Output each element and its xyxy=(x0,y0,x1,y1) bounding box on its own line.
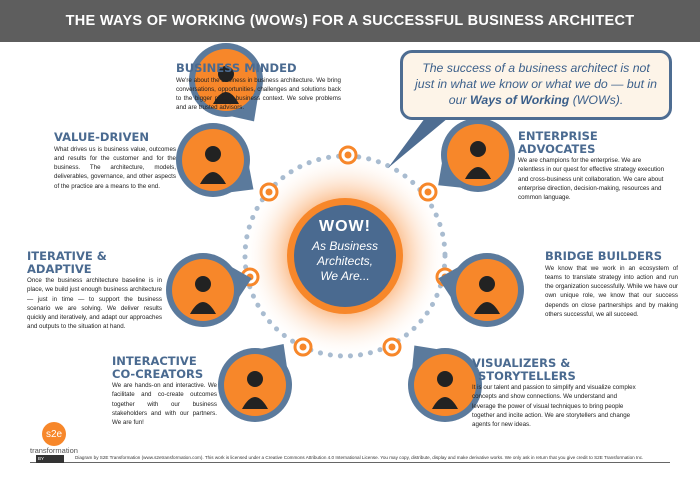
section-value-driven: VALUE-DRIVEN What drives us is business … xyxy=(54,131,176,191)
section-title: ITERATIVE & xyxy=(27,249,107,263)
icon-business-minded xyxy=(189,43,263,122)
cc-by-badge[interactable]: BY xyxy=(36,455,64,463)
section-body: What drives us is business value, outcom… xyxy=(54,145,176,190)
section-body: Once the business architecture baseline … xyxy=(27,277,162,331)
icon-visualizers-storytellers xyxy=(408,345,482,422)
person-head-icon xyxy=(470,141,486,157)
section-body: We're about the business in business arc… xyxy=(176,76,341,112)
person-body-icon xyxy=(200,172,226,184)
quote-bubble: The success of a business architect is n… xyxy=(400,50,672,120)
ring-marker-dot xyxy=(344,151,352,159)
person-head-icon xyxy=(218,66,234,82)
person-head-icon xyxy=(437,371,453,387)
icon-value-driven xyxy=(176,123,254,197)
person-body-icon xyxy=(190,302,216,314)
person-body-icon xyxy=(213,92,239,104)
ring-marker-dot xyxy=(388,343,396,351)
center-line: As Business xyxy=(311,239,379,253)
section-title: VALUE-DRIVEN xyxy=(54,130,149,144)
person-body-icon xyxy=(465,167,491,179)
section-title: ENTERPRISE ADVOCATES xyxy=(518,129,598,156)
dotted-ring xyxy=(242,153,448,359)
icon-iterative-adaptive xyxy=(166,253,252,327)
section-iterative-adaptive: ITERATIVE &ADAPTIVE Once the business ar… xyxy=(27,250,162,332)
section-body: It is our talent and passion to simplify… xyxy=(472,384,636,429)
section-title: VISUALIZERS & xyxy=(472,356,571,370)
icon-bridge-builders xyxy=(438,253,524,327)
icon-enterprise-advocates xyxy=(438,118,515,192)
person-head-icon xyxy=(195,276,211,292)
section-title: INTERACTIVE xyxy=(112,354,197,368)
icon-interactive-cocreators xyxy=(218,343,292,422)
ring-marker-dot xyxy=(424,188,432,196)
section-title: BRIDGE BUILDERS xyxy=(545,249,662,263)
person-head-icon xyxy=(247,371,263,387)
person-body-icon xyxy=(242,397,268,409)
section-title: BUSINESS MINDED xyxy=(176,61,297,75)
quote-text: The success of a business architect is n… xyxy=(415,61,657,107)
section-body: We are champions for the enterprise. We … xyxy=(518,157,665,202)
ring-marker-dot xyxy=(265,188,273,196)
section-bridge-builders: BRIDGE BUILDERS We know that we work in … xyxy=(545,250,678,319)
person-body-icon xyxy=(432,397,458,409)
quote-emphasis: Ways of Working xyxy=(469,93,570,107)
section-enterprise-advocates: ENTERPRISE ADVOCATES We are champions fo… xyxy=(518,130,666,202)
section-visualizers-storytellers: VISUALIZERS &STORYTELLERS It is our tale… xyxy=(472,357,642,429)
bubble-tail xyxy=(388,118,448,168)
footer-divider xyxy=(30,462,670,463)
person-body-icon xyxy=(474,302,500,314)
center-line: We Are... xyxy=(320,269,370,283)
s2e-logo: s2e xyxy=(42,422,66,446)
section-title: CO-CREATORS xyxy=(112,366,204,381)
section-business-minded: BUSINESS MINDED We're about the business… xyxy=(176,62,341,113)
person-head-icon xyxy=(205,146,221,162)
section-body: We are hands-on and interactive. We faci… xyxy=(112,382,217,427)
wow-heading: WOW! xyxy=(319,218,371,235)
section-title: STORYTELLERS xyxy=(478,368,576,383)
section-title: ADAPTIVE xyxy=(27,261,92,276)
ring-marker-dot xyxy=(299,343,307,351)
page-title: THE WAYS OF WORKING (WOWs) FOR A SUCCESS… xyxy=(0,0,700,42)
center-line: Architects, xyxy=(316,254,373,268)
center-disc xyxy=(294,205,396,307)
quote-end: (WOWs). xyxy=(569,93,624,107)
logo-wordmark: transformation xyxy=(30,446,78,455)
person-head-icon xyxy=(479,276,495,292)
license-text: Diagram by S2E Transformation (www.s2etr… xyxy=(75,455,644,460)
section-body: We know that we work in an ecosystem of … xyxy=(545,264,678,318)
